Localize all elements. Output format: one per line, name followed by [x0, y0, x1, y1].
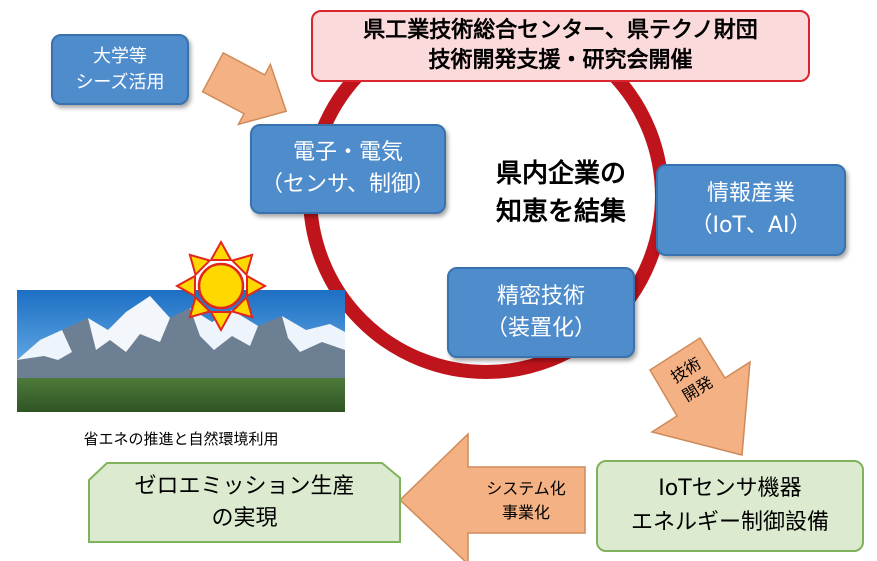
zero-line2: の実現: [211, 505, 278, 531]
mountain-photo: [17, 290, 345, 412]
commercialization-label: システム化 事業化: [470, 474, 582, 528]
photo-caption: 省エネの推進と自然環境利用: [83, 430, 279, 448]
support-org-box: 県工業技術総合センター、県テクノ財団 技術開発支援・研究会開催: [311, 10, 810, 82]
information-line2: （IoT、AI）: [690, 213, 812, 238]
electronics-line2: （センサ、制御）: [260, 172, 436, 197]
commercialization-arrow: [398, 432, 586, 561]
center-line1: 県内企業の: [495, 159, 626, 189]
center-line2: 知恵を結集: [495, 197, 626, 227]
precision-line1: 精密技術: [496, 283, 585, 309]
support-org-line1: 県工業技術総合センター、県テクノ財団: [363, 18, 758, 43]
information-line1: 情報産業: [706, 181, 795, 206]
university-seeds-box: 大学等 シーズ活用: [51, 34, 189, 105]
node-electronics: 電子・電気 （センサ、制御）: [250, 124, 446, 214]
system-line2: 事業化: [501, 503, 550, 522]
support-org-line2: 技術開発支援・研究会開催: [428, 48, 693, 73]
university-arrow: [201, 51, 288, 126]
electronics-line1: 電子・電気: [292, 140, 403, 165]
iot-line2: エネルギー制御設備: [630, 510, 829, 535]
precision-line2: （装置化）: [485, 315, 596, 341]
node-precision: 精密技術 （装置化）: [447, 267, 635, 358]
tech-development-arrow: [648, 336, 751, 456]
zero-line1: ゼロエミッション生産: [134, 473, 355, 499]
zero-emission-box: ゼロエミッション生産 の実現: [89, 463, 400, 542]
node-information: 情報産業 （IoT、AI）: [656, 164, 846, 256]
iot-equipment-box: IoTセンサ機器 エネルギー制御設備: [596, 460, 864, 552]
center-message: 県内企業の 知恵を結集: [486, 150, 636, 236]
zero-emission-shape: [88, 462, 401, 543]
system-line1: システム化: [486, 479, 566, 498]
university-line1: 大学等: [93, 45, 147, 67]
iot-line1: IoTセンサ機器: [658, 476, 802, 501]
sun-icon: [174, 239, 268, 333]
university-line2: シーズ活用: [75, 71, 165, 93]
